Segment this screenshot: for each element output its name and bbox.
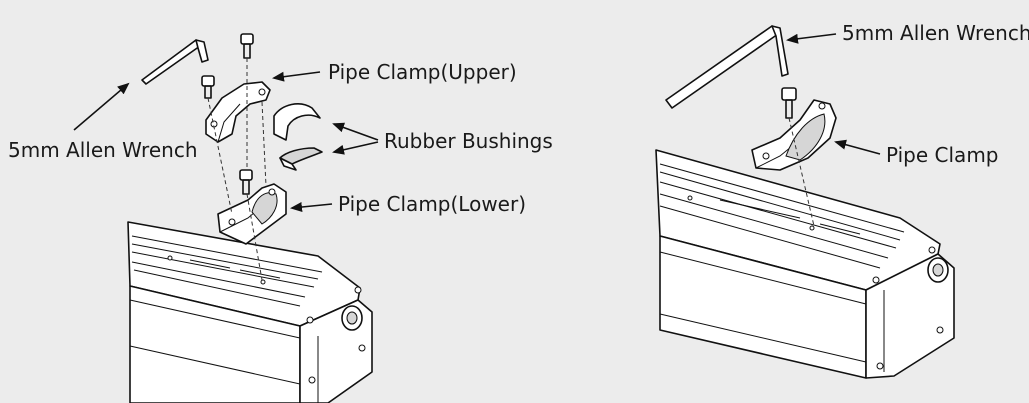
right-allen-wrench [665, 25, 789, 109]
left-pipe-clamp-upper [205, 81, 271, 143]
left-rubber-bushings [273, 103, 323, 171]
left-bolt-lower [239, 169, 253, 195]
callout-left-allen-wrench: 5mm Allen Wrench [8, 82, 198, 162]
callout-right-allen-wrench: 5mm Allen Wrench [786, 21, 1029, 45]
callout-pipe-clamp-upper: Pipe Clamp(Upper) [272, 60, 517, 84]
right-bolt [781, 87, 797, 119]
label-right-pipe-clamp: Pipe Clamp [886, 143, 999, 167]
label-pipe-clamp-upper: Pipe Clamp(Upper) [328, 60, 517, 84]
right-pipe-clamp [751, 99, 837, 171]
right-assembly: 5mm Allen Wrench Pipe Clamp [655, 21, 1029, 379]
left-assembly: 5mm Allen Wrench Pipe Clamp(Upper) Rubbe… [8, 33, 553, 403]
label-pipe-clamp-lower: Pipe Clamp(Lower) [338, 192, 526, 216]
right-light-bar [655, 149, 955, 379]
label-left-allen-wrench: 5mm Allen Wrench [8, 138, 198, 162]
left-allen-wrench [141, 39, 209, 85]
label-rubber-bushings: Rubber Bushings [384, 129, 553, 153]
left-light-bar [127, 221, 373, 403]
left-bolts-upper [201, 33, 254, 99]
callout-right-pipe-clamp: Pipe Clamp [834, 139, 999, 167]
label-right-allen-wrench: 5mm Allen Wrench [842, 21, 1029, 45]
callout-pipe-clamp-lower: Pipe Clamp(Lower) [290, 192, 526, 216]
callout-rubber-bushings: Rubber Bushings [332, 122, 553, 155]
left-pipe-clamp-lower [217, 183, 287, 245]
